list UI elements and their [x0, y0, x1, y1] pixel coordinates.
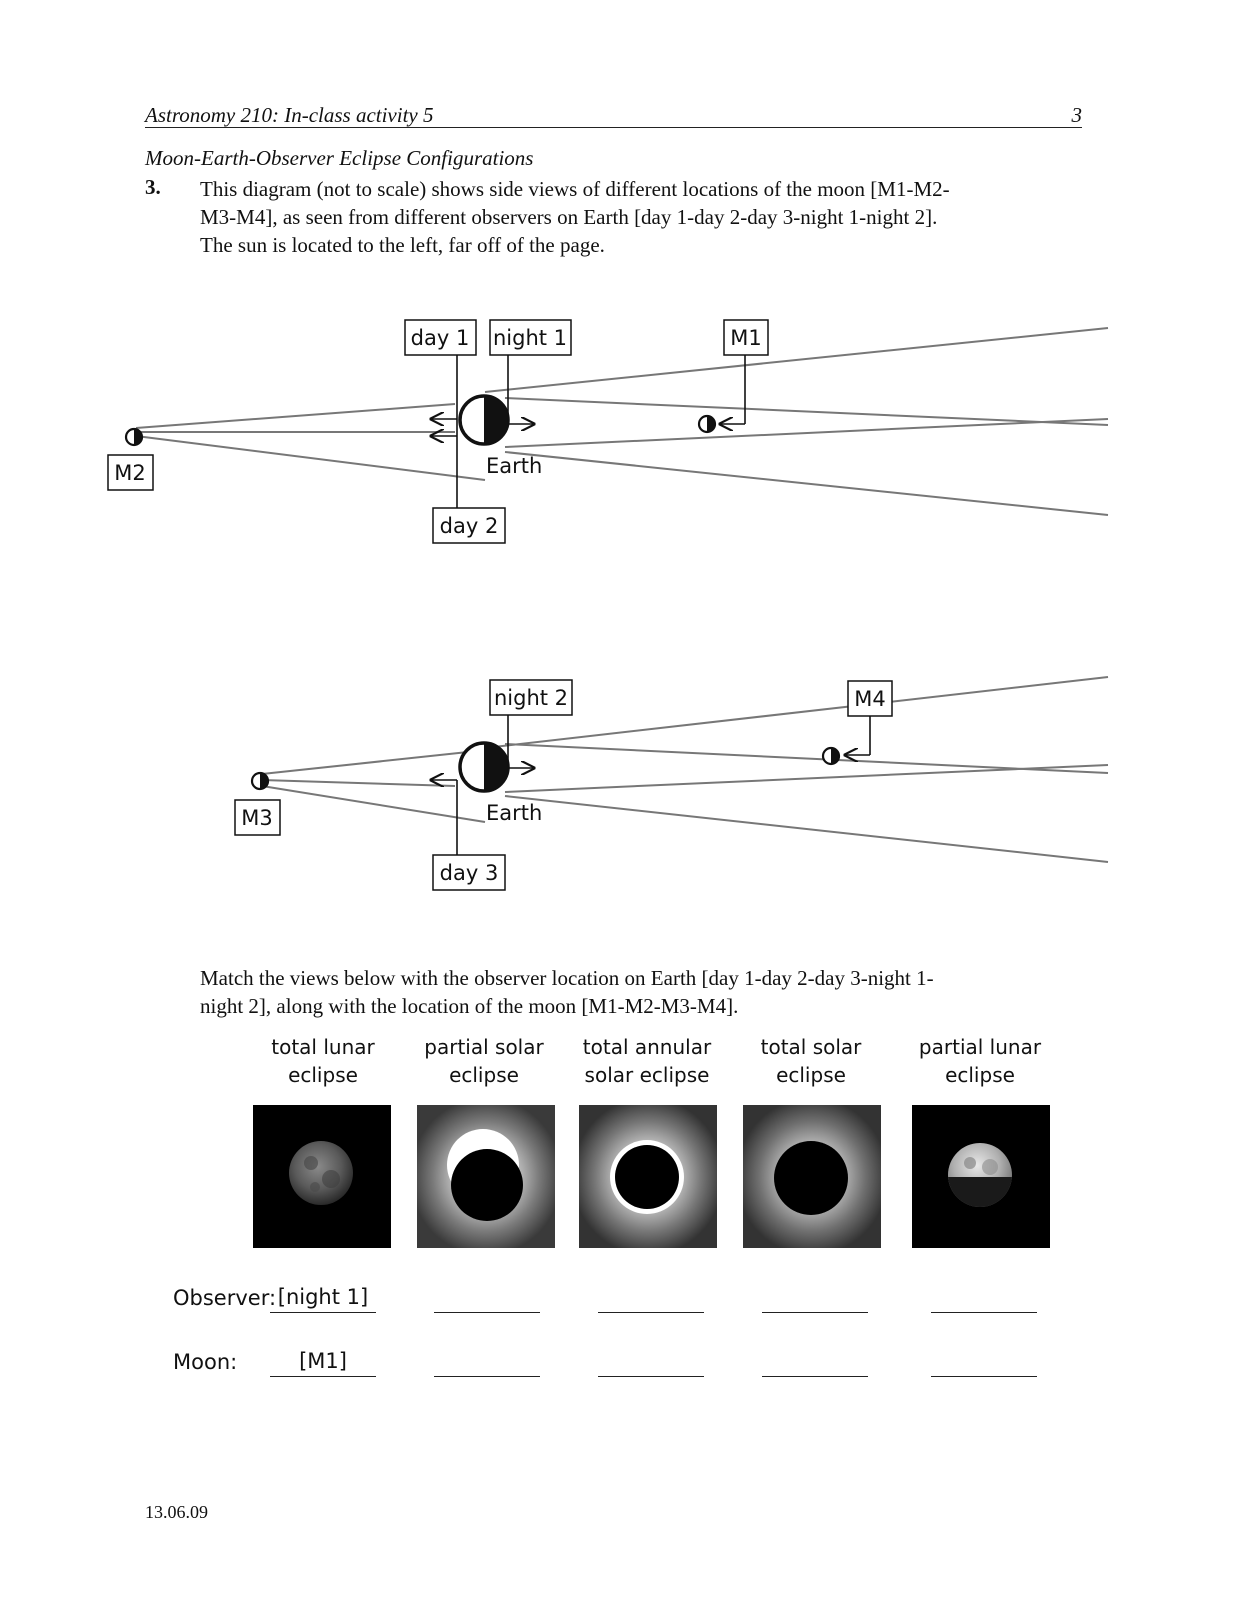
- label-night2: night 2: [494, 686, 568, 710]
- label-m4: M4: [854, 687, 885, 711]
- label-day3: day 3: [440, 861, 499, 885]
- observer-answer-5[interactable]: [931, 1284, 1037, 1313]
- label-box-night1: [489, 319, 572, 356]
- label-night1: night 1: [493, 326, 567, 350]
- page-number: 3: [1071, 103, 1083, 127]
- moon-answer-1[interactable]: [M1]: [270, 1348, 376, 1377]
- moon-m2: [124, 427, 144, 447]
- label-box-day2: [432, 507, 506, 544]
- total-lunar-eclipse-image: [253, 1105, 391, 1248]
- moon-answer-2[interactable]: [434, 1348, 540, 1377]
- moon-answer-5[interactable]: [931, 1348, 1037, 1377]
- label-day1: day 1: [411, 326, 470, 350]
- label-m2: M2: [114, 461, 145, 485]
- moon-label: Moon:: [173, 1350, 238, 1374]
- moon-answer-4[interactable]: [762, 1348, 868, 1377]
- moon-m3: [250, 771, 270, 791]
- earth-label-bottom: Earth: [486, 801, 542, 825]
- label-box-day1: [404, 319, 477, 356]
- match-instructions: Match the views below with the observer …: [200, 964, 1080, 1020]
- moon-answer-3[interactable]: [598, 1348, 704, 1377]
- question-text: This diagram (not to scale) shows side v…: [200, 175, 1080, 259]
- label-box-night2: [489, 679, 573, 716]
- label-box-m2: [107, 454, 154, 491]
- earth-bottom: [458, 741, 510, 793]
- observer-answer-3[interactable]: [598, 1284, 704, 1313]
- partial-solar-eclipse-image: [417, 1105, 555, 1248]
- question-line: The sun is located to the left, far off …: [200, 233, 605, 257]
- bottom-pointers: [431, 715, 871, 855]
- earth-label-top: Earth: [486, 454, 542, 478]
- partial-lunar-eclipse-image: [912, 1105, 1050, 1248]
- label-day2: day 2: [440, 514, 499, 538]
- top-sight-lines: [135, 327, 1109, 516]
- observer-answer-1[interactable]: [night 1]: [270, 1284, 376, 1313]
- observer-answer-2[interactable]: [434, 1284, 540, 1313]
- eclipse-diagram: Earth day 1 night 1 M1 M2 day 2: [107, 319, 1109, 891]
- total-solar-eclipse-image: [743, 1105, 881, 1248]
- question-number: 3.: [145, 175, 161, 199]
- moon-m1: [697, 414, 717, 434]
- label-m3: M3: [241, 806, 272, 830]
- header-title: Astronomy 210: In-class activity 5: [145, 103, 434, 127]
- annular-solar-eclipse-image: [579, 1105, 717, 1248]
- label-box-m4: [847, 680, 893, 717]
- bottom-diagram: Earth night 2 M4 M3 day 3: [234, 676, 1109, 891]
- page-header: Astronomy 210: In-class activity 5 3: [145, 103, 1082, 128]
- footer-date: 13.06.09: [145, 1502, 208, 1522]
- label-box-m1: [723, 319, 769, 356]
- question-line: M3-M4], as seen from different observers…: [200, 205, 938, 229]
- observer-label: Observer:: [173, 1286, 277, 1310]
- label-m1: M1: [730, 326, 761, 350]
- observer-answer-4[interactable]: [762, 1284, 868, 1313]
- section-title: Moon-Earth-Observer Eclipse Configuratio…: [145, 146, 534, 170]
- moon-m4: [821, 746, 841, 766]
- instruction-line: night 2], along with the location of the…: [200, 994, 739, 1018]
- label-box-m3: [234, 799, 281, 836]
- earth-top: [458, 394, 510, 446]
- bottom-sight-lines: [261, 676, 1109, 863]
- instruction-line: Match the views below with the observer …: [200, 966, 934, 990]
- top-diagram: Earth day 1 night 1 M1 M2 day 2: [107, 319, 1109, 544]
- label-box-day3: [432, 854, 506, 891]
- top-pointers: [431, 355, 746, 508]
- question-line: This diagram (not to scale) shows side v…: [200, 177, 950, 201]
